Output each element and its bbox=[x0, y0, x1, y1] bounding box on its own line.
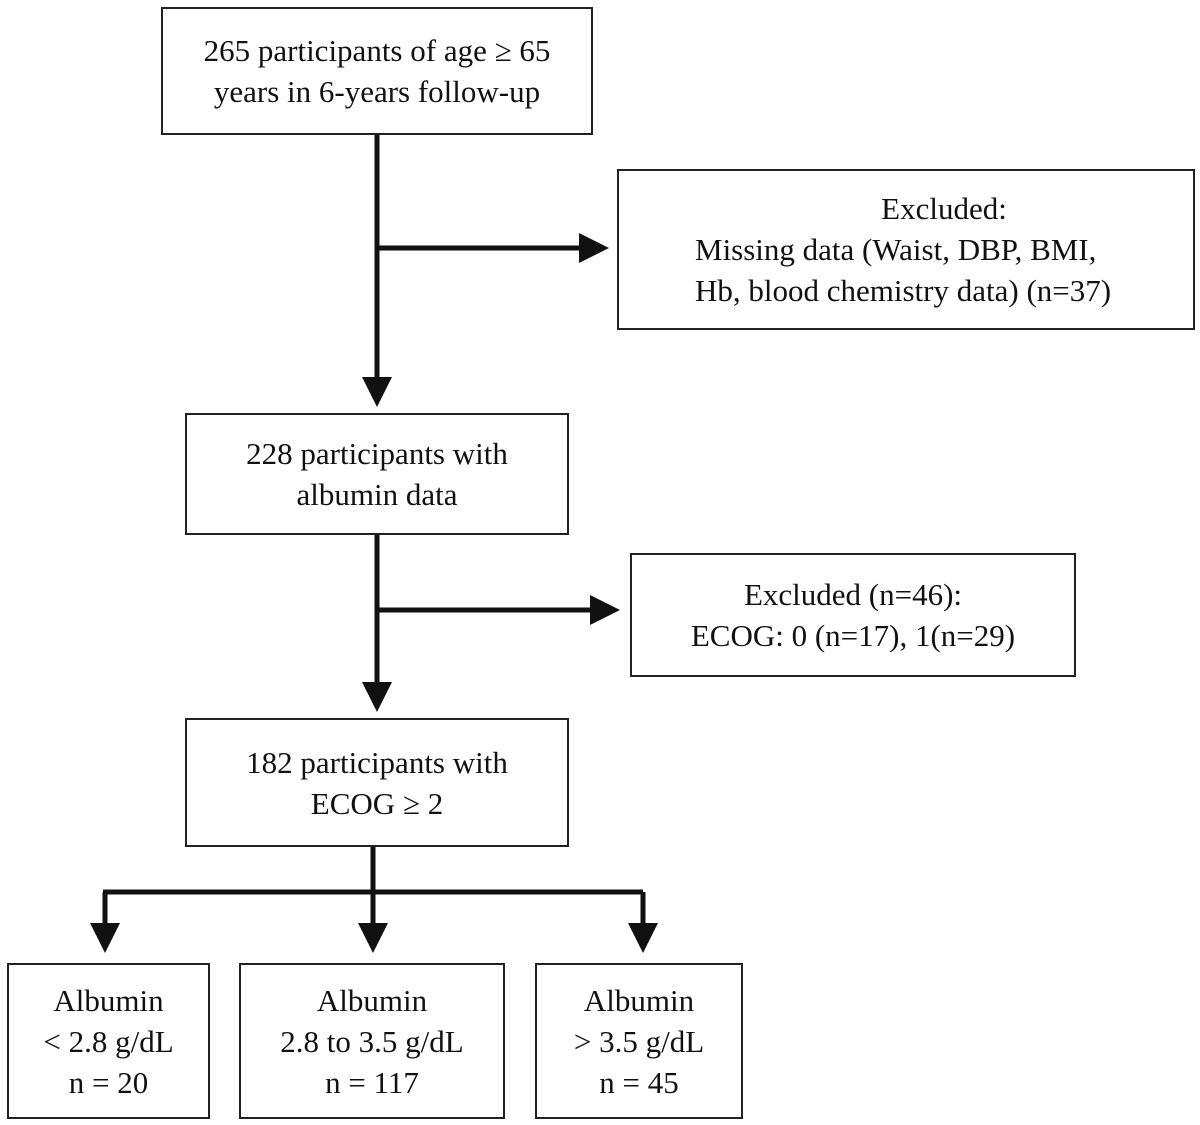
exclusion2-heading: Excluded (n=46): bbox=[743, 577, 963, 612]
group-high-line-2: > 3.5 g/dL bbox=[573, 1023, 705, 1059]
group-low-box: Albumin < 2.8 g/dL n = 20 bbox=[7, 963, 210, 1119]
group-high-box: Albumin > 3.5 g/dL n = 45 bbox=[535, 963, 743, 1119]
start-line-2: years in 6-years follow-up bbox=[213, 74, 541, 109]
group-low-line-1: Albumin bbox=[53, 982, 164, 1018]
exclusion1-line-3: Hb, blood chemistry data) (n=37) bbox=[695, 273, 1112, 308]
group-mid-line-2: 2.8 to 3.5 g/dL bbox=[280, 1023, 464, 1059]
start-box: 265 participants of age ≥ 65 years in 6-… bbox=[161, 7, 593, 135]
group-low-line-2: < 2.8 g/dL bbox=[43, 1023, 174, 1059]
exclusion2-line-2: ECOG: 0 (n=17), 1(n=29) bbox=[690, 618, 1016, 653]
group-mid-box: Albumin 2.8 to 3.5 g/dL n = 117 bbox=[239, 963, 505, 1119]
ecog-box: 182 participants with ECOG ≥ 2 bbox=[185, 718, 569, 847]
albumin-data-line-2: albumin data bbox=[296, 477, 458, 512]
exclusion1-line-2: Missing data (Waist, DBP, BMI, bbox=[695, 232, 1097, 267]
start-line-1: 265 participants of age ≥ 65 bbox=[203, 33, 551, 68]
exclusion1-box: Excluded: Missing data (Waist, DBP, BMI,… bbox=[617, 169, 1195, 330]
group-high-line-3: n = 45 bbox=[599, 1064, 679, 1100]
albumin-data-line-1: 228 participants with bbox=[246, 436, 508, 471]
group-low-line-3: n = 20 bbox=[68, 1064, 149, 1100]
ecog-line-1: 182 participants with bbox=[246, 744, 508, 780]
albumin-data-box: 228 participants with albumin data bbox=[185, 413, 569, 535]
exclusion2-box: Excluded (n=46): ECOG: 0 (n=17), 1(n=29) bbox=[630, 553, 1076, 677]
group-mid-line-3: n = 117 bbox=[325, 1064, 419, 1100]
group-mid-line-1: Albumin bbox=[316, 982, 428, 1018]
ecog-line-2: ECOG ≥ 2 bbox=[310, 785, 444, 821]
exclusion1-heading: Excluded: bbox=[881, 191, 1007, 226]
group-high-line-1: Albumin bbox=[583, 982, 695, 1018]
